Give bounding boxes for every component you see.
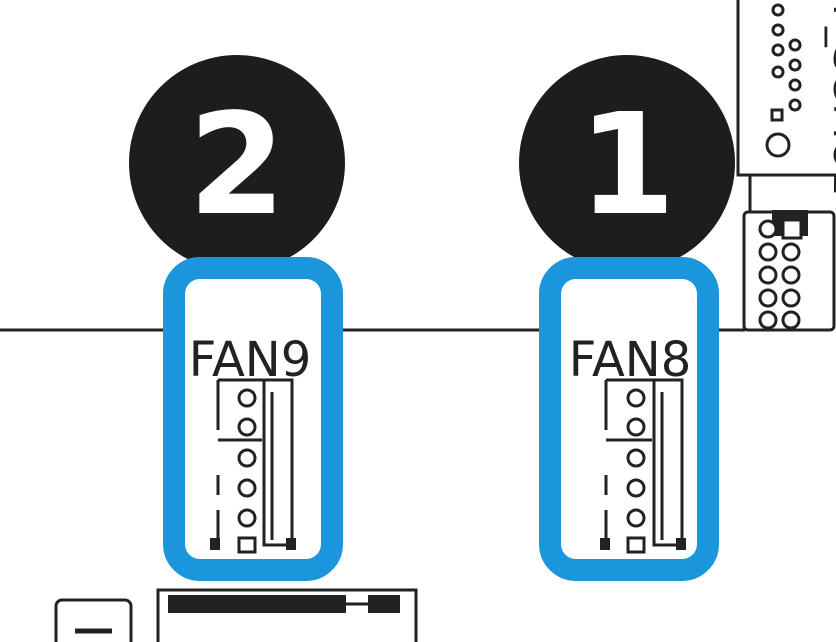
top-right-connector	[736, 0, 836, 177]
callout-number: 2	[188, 84, 285, 247]
fan9-header: FAN9	[163, 257, 343, 581]
bottom-left-component	[54, 598, 133, 642]
fan8-header: FAN8	[539, 257, 719, 581]
sgpio-pin-header	[742, 210, 836, 332]
callout-badge-2: 2	[129, 55, 345, 271]
side-header-label: F_SGPIO1	[824, 4, 836, 196]
callout-number: 1	[578, 84, 675, 247]
fan8-highlight	[539, 257, 719, 581]
callout-badge-1: 1	[519, 55, 735, 271]
bottom-connector	[156, 588, 418, 642]
